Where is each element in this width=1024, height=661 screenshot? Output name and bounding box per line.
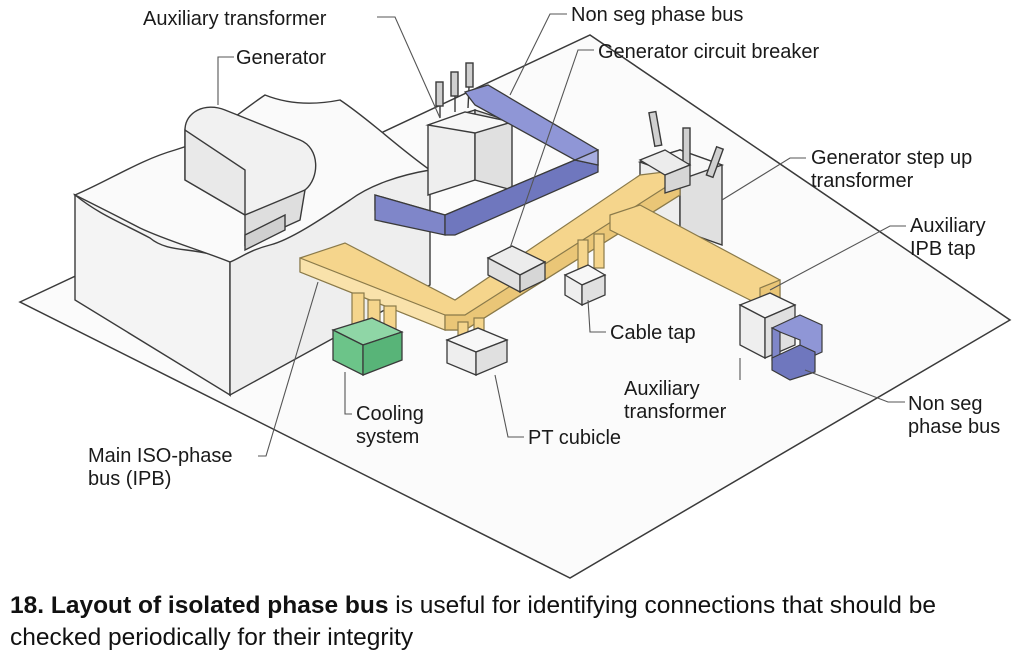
- label-non-seg-bus-bottom-line2: phase bus: [908, 416, 1000, 438]
- label-aux-transformer-bottom-line1: Auxiliary: [624, 378, 700, 400]
- label-aux-ipb-tap-line1: Auxiliary: [910, 215, 986, 237]
- cable-tap-box: [563, 264, 607, 307]
- non-seg-bus-upper: [374, 84, 599, 236]
- diagram-labels: Auxiliary transformer Generator Non seg …: [88, 4, 1000, 490]
- aux-transformer-upper: [425, 62, 513, 196]
- generator-machine: [184, 106, 317, 252]
- generator-circuit-breaker: [486, 149, 692, 294]
- caption-text: is useful for identifying connections th…: [10, 592, 936, 651]
- label-aux-transformer-bottom-line2: transformer: [624, 401, 727, 423]
- label-cooling-line2: system: [356, 426, 419, 448]
- figure-caption: 18. Layout of isolated phase bus is usef…: [10, 590, 1015, 654]
- label-gsu-line1: Generator step up: [811, 147, 972, 169]
- label-gsu-line2: transformer: [811, 170, 914, 192]
- leader-lines: [217, 13, 906, 457]
- label-cable-tap: Cable tap: [610, 322, 696, 344]
- label-cooling-line1: Cooling: [356, 403, 424, 425]
- floor-plate: [18, 34, 1012, 579]
- label-aux-transformer-top: Auxiliary transformer: [143, 8, 327, 30]
- label-pt-cubicle: PT cubicle: [528, 427, 621, 449]
- label-non-seg-bus-top: Non seg phase bus: [571, 4, 743, 26]
- isolated-phase-bus-layout-diagram: Auxiliary transformer Generator Non seg …: [18, 4, 1012, 579]
- label-main-ipb-line2: bus (IPB): [88, 468, 171, 490]
- pt-cubicle: [445, 327, 509, 376]
- label-generator: Generator: [236, 47, 326, 69]
- label-aux-ipb-tap-line2: IPB tap: [910, 238, 976, 260]
- non-seg-bus-lower: [770, 314, 823, 381]
- caption-bold-title: 18. Layout of isolated phase bus: [10, 592, 389, 619]
- label-generator-circuit-breaker: Generator circuit breaker: [598, 41, 820, 63]
- cooling-system: [331, 317, 404, 377]
- label-non-seg-bus-bottom-line1: Non seg: [908, 393, 983, 415]
- label-main-ipb-line1: Main ISO-phase: [88, 445, 233, 467]
